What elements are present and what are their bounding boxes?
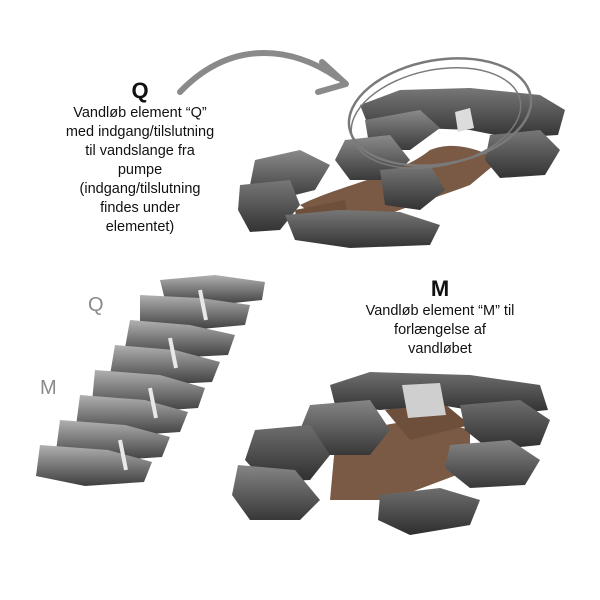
m-description: Vandløb element “M” til forlængelse af v… xyxy=(365,303,515,357)
m-heading: M xyxy=(430,276,450,301)
cascade-label-m: M xyxy=(40,377,57,399)
q-description: Vandløb element “Q” med indgang/tilslutn… xyxy=(65,105,215,235)
cascade-label-q: Q xyxy=(88,294,104,316)
q-heading: Q xyxy=(131,78,149,103)
